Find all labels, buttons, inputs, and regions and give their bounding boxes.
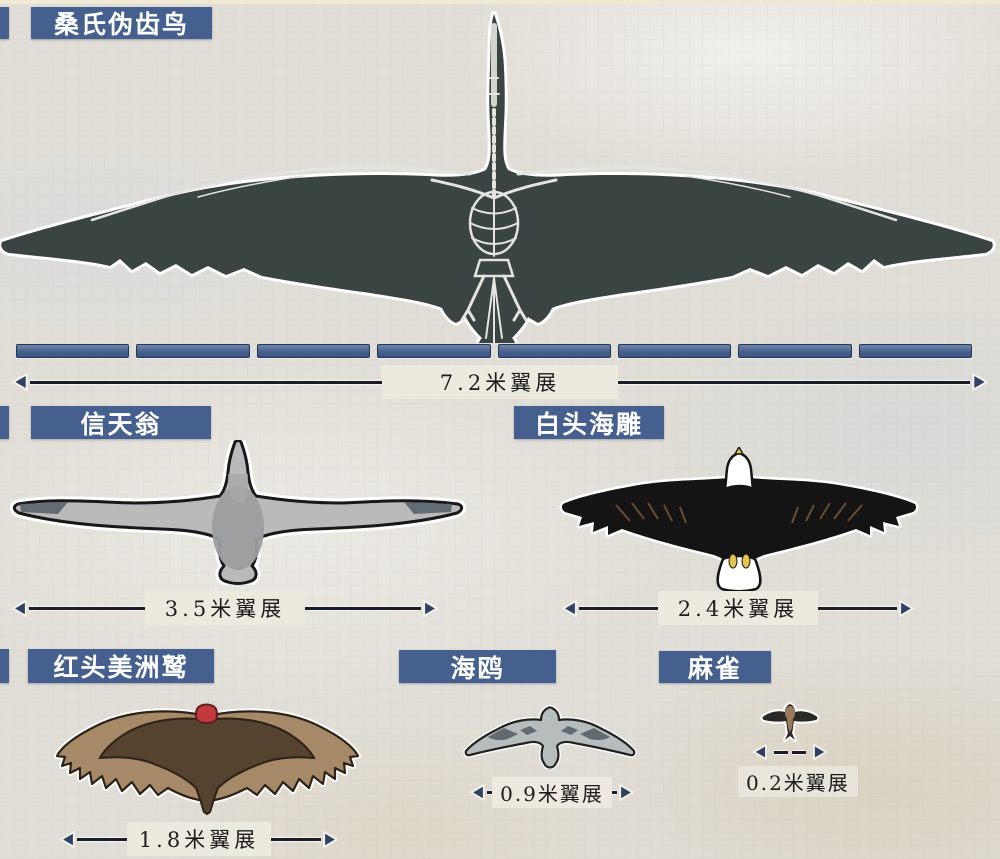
measure-line [77,837,127,841]
arrow-left-icon [752,743,767,761]
arrow-right-icon [899,598,915,618]
top-edge-strip [0,0,1000,4]
measure-turkey-vulture: 1.8米翼展 [58,822,340,856]
wingspan-value: 1.8米翼展 [126,822,272,856]
albatross-illustration [9,440,466,585]
scale-ruler [16,344,972,358]
wingspan-value: 7.2米翼展 [381,365,619,399]
label-sparrow: 麻雀 [659,651,771,683]
arrow-right-icon [619,782,635,802]
ruler-segment [497,344,611,358]
arrow-left-icon [59,829,75,849]
pelagornis-skeleton-illustration [0,11,996,343]
ruler-segment [136,344,250,358]
label-text: 桑氏伪齿鸟 [53,11,189,39]
label-text: 白头海雕 [534,410,643,439]
ruler-segment [377,344,491,358]
arrow-left-icon [11,372,28,392]
arrow-right-icon [813,743,828,761]
measure-line [305,606,421,610]
arrow-left-icon [561,598,577,618]
label-text: 信天翁 [80,410,162,439]
measure-bald-eagle: 2.4米翼展 [560,591,916,625]
label-seagull: 海鸥 [399,650,556,683]
label-edge-strip [0,406,9,439]
measure-pelagornis: 7.2米翼展 [10,365,990,399]
ruler-segment [16,344,130,358]
label-albatross: 信天翁 [31,406,211,439]
wingspan-value: 0.9米翼展 [492,776,612,808]
label-text: 海鸥 [450,654,505,683]
ruler-segment [738,344,852,358]
bald-eagle-illustration [559,447,919,592]
turkey-vulture-illustration [54,703,361,816]
seagull-illustration [463,704,637,769]
label-bald-eagle: 白头海雕 [514,406,664,439]
arrow-right-icon [972,372,989,392]
measure-albatross: 3.5米翼展 [10,591,440,625]
ruler-segment [256,344,371,358]
wingspan-value: 3.5米翼展 [144,591,306,625]
measure-dash [487,790,493,794]
measure-dash [611,790,617,794]
measure-line [30,380,382,384]
arrow-left-icon [11,598,27,618]
measure-sparrow [751,742,829,762]
measure-line [618,380,970,384]
measure-line [271,837,321,841]
label-edge-strip [0,649,9,683]
label-text: 红头美洲鹫 [53,654,189,682]
sparrow-illustration [760,702,820,742]
measure-line [818,606,897,610]
label-edge-strip [0,7,9,39]
measure-dash [773,750,788,754]
label-turkey-vulture: 红头美洲鹫 [28,649,214,683]
label-text: 麻雀 [687,655,742,683]
measure-line [29,606,145,610]
measure-line [579,606,658,610]
arrow-left-icon [469,782,485,802]
arrow-right-icon [323,829,339,849]
label-pelagornis-sandersi: 桑氏伪齿鸟 [31,7,212,39]
ruler-segment [858,344,972,358]
arrow-right-icon [423,598,439,618]
measure-dash [792,750,807,754]
measure-seagull: 0.9米翼展 [468,776,636,808]
wingspan-value: 0.2米翼展 [738,766,858,797]
wingspan-value: 2.4米翼展 [657,591,819,625]
ruler-segment [617,344,732,358]
